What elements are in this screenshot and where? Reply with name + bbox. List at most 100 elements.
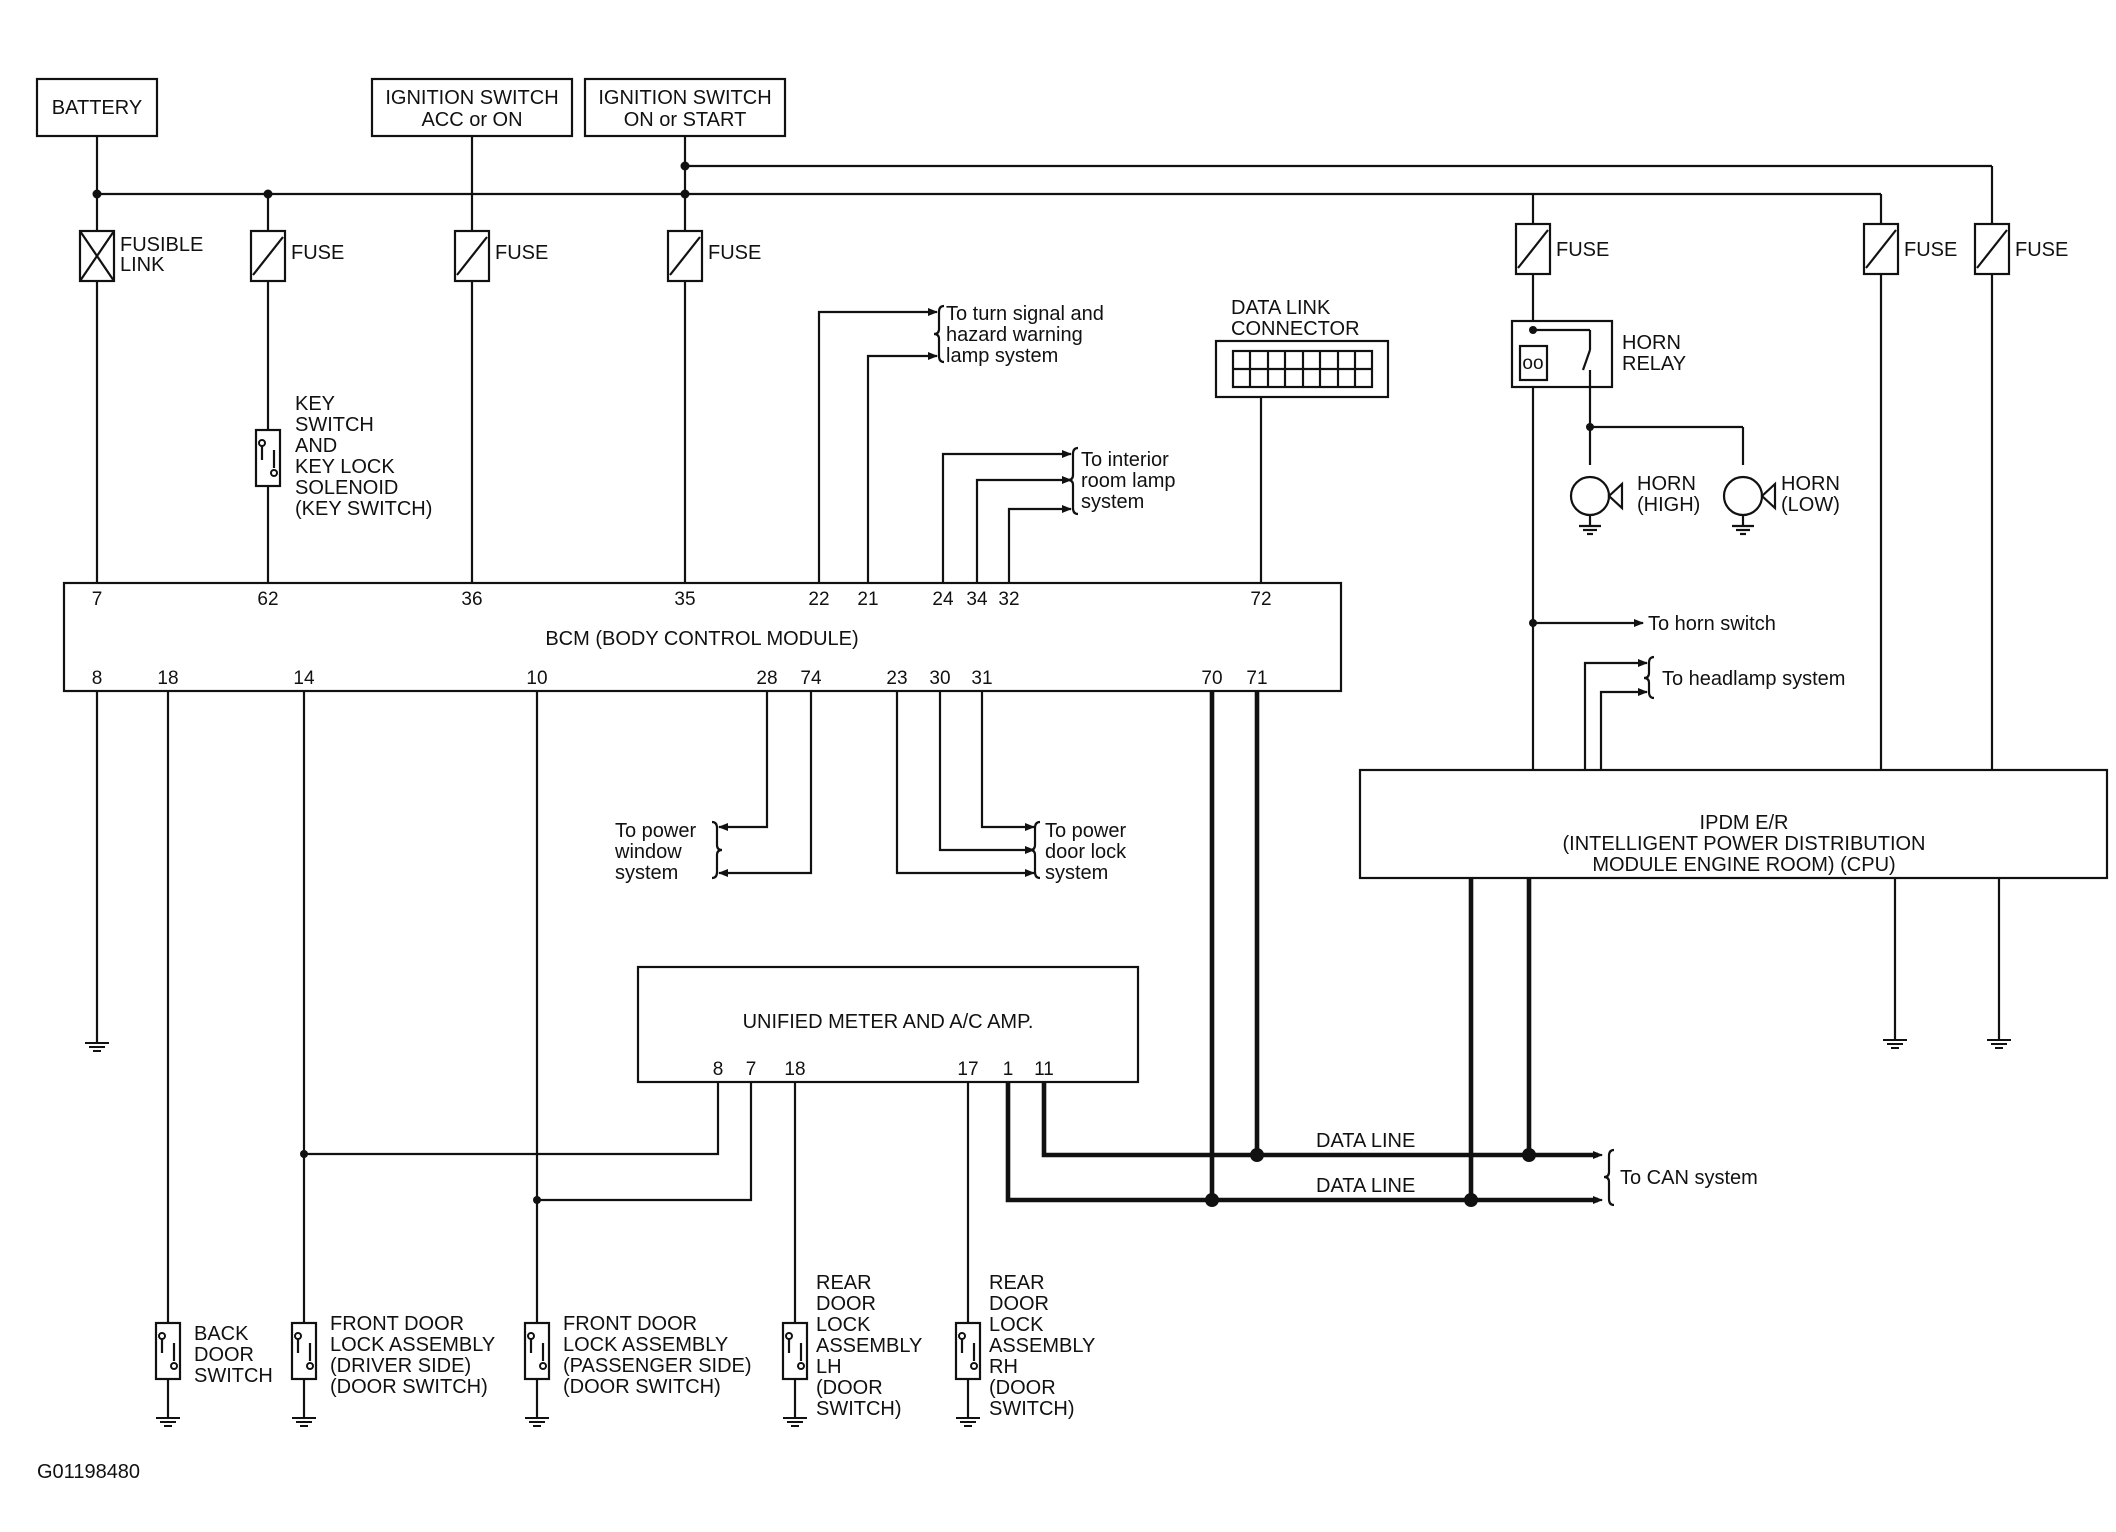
horns: HORN (HIGH) HORN (LOW) bbox=[1569, 423, 1840, 536]
svg-text:17: 17 bbox=[957, 1059, 978, 1080]
svg-text:(DRIVER SIDE): (DRIVER SIDE) bbox=[330, 1355, 471, 1377]
ipdm-module: IPDM E/R (INTELLIGENT POWER DISTRIBUTION… bbox=[1358, 768, 2109, 880]
svg-text:1: 1 bbox=[1003, 1059, 1014, 1080]
bcm-module: BCM (BODY CONTROL MODULE) 7 62 36 35 22 … bbox=[62, 581, 1343, 693]
svg-text:18: 18 bbox=[157, 668, 178, 689]
svg-text:11: 11 bbox=[1034, 1059, 1054, 1080]
unified-meter-module: UNIFIED METER AND A/C AMP. 8 7 18 17 1 1… bbox=[636, 965, 1140, 1084]
svg-text:hazard warning: hazard warning bbox=[946, 324, 1083, 346]
svg-text:BACK: BACK bbox=[194, 1323, 249, 1345]
svg-text:71: 71 bbox=[1246, 668, 1267, 689]
svg-text:system: system bbox=[1045, 862, 1108, 884]
svg-text:28: 28 bbox=[756, 668, 777, 689]
svg-text:10: 10 bbox=[526, 668, 547, 689]
battery: BATTERY bbox=[35, 77, 159, 138]
svg-text:ASSEMBLY: ASSEMBLY bbox=[989, 1335, 1095, 1357]
interior-lamp-ref: To interior room lamp system bbox=[941, 446, 1175, 583]
svg-text:LOCK ASSEMBLY: LOCK ASSEMBLY bbox=[330, 1334, 495, 1356]
svg-text:ON or START: ON or START bbox=[624, 109, 747, 131]
power-wires bbox=[92, 136, 1994, 231]
svg-text:FUSE: FUSE bbox=[495, 242, 548, 264]
svg-text:30: 30 bbox=[929, 668, 950, 689]
svg-text:KEY LOCK: KEY LOCK bbox=[295, 456, 395, 478]
horn-relay: oo HORN RELAY bbox=[1510, 274, 1686, 770]
svg-text:ASSEMBLY: ASSEMBLY bbox=[816, 1335, 922, 1357]
svg-text:SWITCH): SWITCH) bbox=[989, 1398, 1075, 1420]
svg-text:LOCK: LOCK bbox=[989, 1314, 1044, 1336]
ignition-switch-on: IGNITION SWITCH ON or START bbox=[583, 77, 787, 138]
svg-text:SOLENOID: SOLENOID bbox=[295, 477, 398, 499]
svg-text:To turn signal and: To turn signal and bbox=[946, 303, 1104, 325]
svg-text:(LOW): (LOW) bbox=[1781, 494, 1840, 516]
svg-text:70: 70 bbox=[1201, 668, 1222, 689]
svg-text:LOCK ASSEMBLY: LOCK ASSEMBLY bbox=[563, 1334, 728, 1356]
data-line-label: DATA LINE bbox=[1316, 1175, 1415, 1197]
svg-text:HORN: HORN bbox=[1781, 473, 1840, 495]
svg-text:SWITCH: SWITCH bbox=[295, 414, 374, 436]
svg-text:SWITCH): SWITCH) bbox=[816, 1398, 902, 1420]
svg-text:FUSIBLE: FUSIBLE bbox=[120, 234, 203, 256]
figure-id: G01198480 bbox=[37, 1461, 140, 1483]
svg-text:22: 22 bbox=[808, 589, 829, 610]
svg-text:MODULE ENGINE ROOM) (CPU): MODULE ENGINE ROOM) (CPU) bbox=[1592, 854, 1895, 876]
svg-text:(DOOR: (DOOR bbox=[989, 1377, 1056, 1399]
svg-text:(INTELLIGENT POWER DISTRIBUTIO: (INTELLIGENT POWER DISTRIBUTION bbox=[1563, 833, 1926, 855]
svg-text:REAR: REAR bbox=[816, 1272, 872, 1294]
svg-text:(DOOR SWITCH): (DOOR SWITCH) bbox=[563, 1376, 721, 1398]
svg-text:room lamp: room lamp bbox=[1081, 470, 1175, 492]
svg-text:FUSE: FUSE bbox=[1904, 239, 1957, 261]
svg-text:FUSE: FUSE bbox=[291, 242, 344, 264]
horn-low-icon bbox=[1722, 475, 1777, 536]
svg-text:IPDM E/R: IPDM E/R bbox=[1700, 812, 1789, 834]
svg-text:UNIFIED METER AND A/C AMP.: UNIFIED METER AND A/C AMP. bbox=[743, 1011, 1034, 1033]
svg-text:FUSE: FUSE bbox=[1556, 239, 1609, 261]
svg-text:(DOOR SWITCH): (DOOR SWITCH) bbox=[330, 1376, 488, 1398]
ignition-switch-acc: IGNITION SWITCH ACC or ON bbox=[370, 77, 574, 138]
svg-text:7: 7 bbox=[746, 1059, 757, 1080]
meter-wires bbox=[300, 1082, 970, 1323]
svg-text:31: 31 bbox=[971, 668, 992, 689]
fuse-ipdm-1: FUSE bbox=[1862, 222, 1957, 276]
svg-text:(DOOR: (DOOR bbox=[816, 1377, 883, 1399]
svg-text:LINK: LINK bbox=[120, 254, 165, 276]
horn-switch-ref: To horn switch bbox=[1529, 613, 1776, 635]
bcm-title: BCM (BODY CONTROL MODULE) bbox=[545, 628, 858, 650]
power-window-ref: To power window system bbox=[614, 691, 813, 884]
svg-text:34: 34 bbox=[966, 589, 988, 610]
svg-text:AND: AND bbox=[295, 435, 337, 457]
battery-label: BATTERY bbox=[52, 97, 142, 119]
power-door-lock-ref: To power door lock system bbox=[895, 691, 1127, 884]
svg-text:14: 14 bbox=[293, 668, 315, 689]
svg-text:door lock: door lock bbox=[1045, 841, 1127, 863]
fuse-horn-relay: FUSE bbox=[1514, 222, 1609, 276]
svg-text:ACC or ON: ACC or ON bbox=[421, 109, 522, 131]
front-door-switch-passenger: FRONT DOOR LOCK ASSEMBLY (PASSENGER SIDE… bbox=[523, 1313, 752, 1427]
bcm-output-wires bbox=[85, 691, 539, 1323]
svg-text:To power: To power bbox=[615, 820, 696, 842]
svg-text:36: 36 bbox=[461, 589, 482, 610]
svg-text:74: 74 bbox=[800, 668, 822, 689]
svg-text:To headlamp system: To headlamp system bbox=[1662, 668, 1845, 690]
bcm-input-wires bbox=[95, 281, 687, 583]
svg-text:To interior: To interior bbox=[1081, 449, 1169, 471]
data-line-label: DATA LINE bbox=[1316, 1130, 1415, 1152]
svg-text:LOCK: LOCK bbox=[816, 1314, 871, 1336]
fuse-ipdm-2: FUSE bbox=[1973, 222, 2068, 276]
fuse-key-switch: FUSE bbox=[249, 229, 344, 283]
svg-text:23: 23 bbox=[886, 668, 907, 689]
svg-text:FRONT DOOR: FRONT DOOR bbox=[563, 1313, 697, 1335]
ipdm-ground-wires bbox=[1883, 878, 2011, 1049]
svg-text:FUSE: FUSE bbox=[708, 242, 761, 264]
svg-text:To power: To power bbox=[1045, 820, 1126, 842]
svg-text:8: 8 bbox=[713, 1059, 724, 1080]
svg-text:RELAY: RELAY bbox=[1622, 353, 1686, 375]
svg-text:32: 32 bbox=[998, 589, 1019, 610]
svg-text:DOOR: DOOR bbox=[194, 1344, 254, 1366]
ipdm-supply-wires bbox=[1879, 274, 1994, 770]
svg-text:35: 35 bbox=[674, 589, 695, 610]
fuse-acc: FUSE bbox=[453, 229, 548, 283]
headlamp-ref: To headlamp system bbox=[1583, 655, 1845, 770]
svg-text:IGNITION SWITCH: IGNITION SWITCH bbox=[385, 87, 558, 109]
data-link-connector: DATA LINK CONNECTOR bbox=[1214, 297, 1390, 583]
svg-text:HORN: HORN bbox=[1637, 473, 1696, 495]
